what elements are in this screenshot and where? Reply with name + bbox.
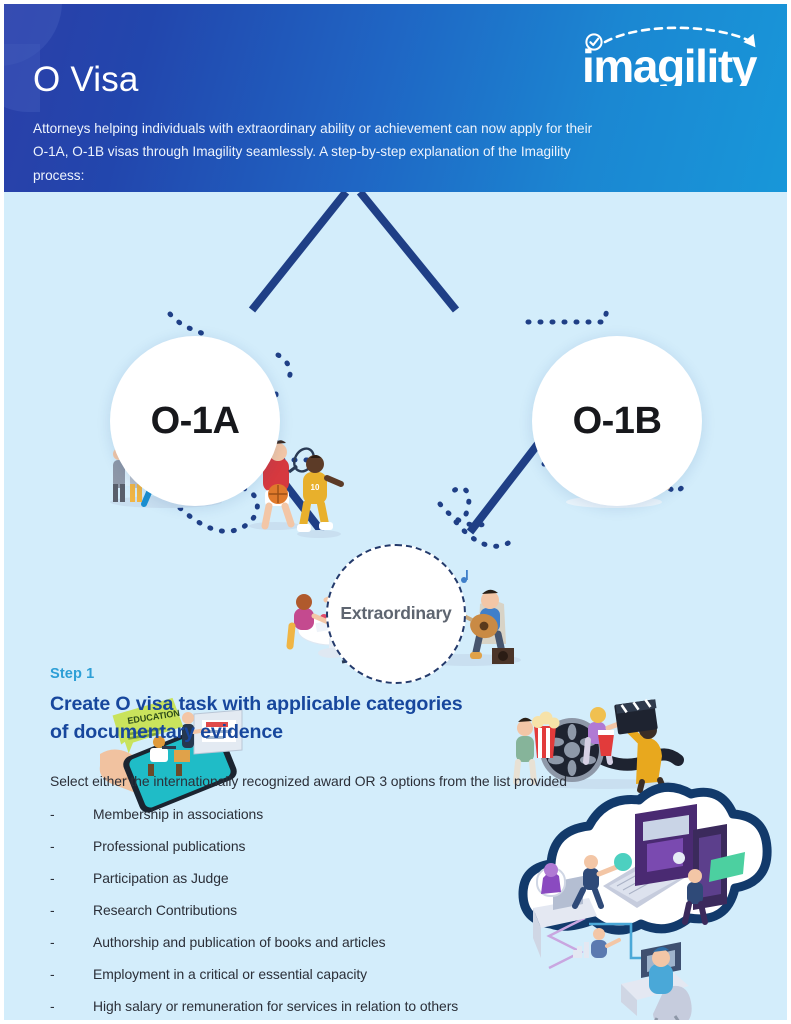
evidence-category-list: - Membership in associations - Professio…	[50, 806, 750, 1024]
education-mobile-learning-illustration: EDUCATION	[90, 688, 290, 813]
cloud-computing-illustration	[497, 782, 783, 1020]
node-o1b-label: O-1B	[572, 400, 662, 442]
list-item: - Membership in associations	[50, 806, 750, 822]
bullet-marker: -	[50, 933, 55, 950]
node-extraordinary-label: Extraordinary	[340, 603, 452, 624]
header-decoration	[4, 4, 90, 122]
list-item: - Authorship and publication of books an…	[50, 934, 750, 950]
list-item: - Research Contributions	[50, 902, 750, 918]
list-item-label: Participation as Judge	[93, 869, 229, 886]
list-item-label: Research Contributions	[93, 901, 238, 918]
page-title: O Visa	[33, 60, 139, 99]
arrow-head-icon	[743, 33, 756, 48]
list-item-label: High salary or remuneration for services…	[93, 997, 459, 1014]
bullet-marker: -	[50, 869, 55, 886]
list-item: - Participation as Judge	[50, 870, 750, 886]
list-item-label: Authorship and publication of books and …	[93, 933, 386, 950]
node-o1a[interactable]: O-1A	[110, 336, 280, 506]
bullet-marker: -	[50, 965, 55, 982]
node-o1b[interactable]: O-1B	[532, 336, 702, 506]
imagility-logo[interactable]: imagility	[572, 24, 770, 86]
step-title: Create O visa task with applicable categ…	[50, 693, 463, 743]
list-item: - Professional publications	[50, 838, 750, 854]
page-header: O Visa Attorneys helping individuals wit…	[4, 4, 787, 192]
svg-text:10: 10	[311, 483, 320, 492]
bullet-marker: -	[50, 805, 55, 822]
check-circle-icon	[585, 33, 603, 51]
bullet-marker: -	[50, 997, 55, 1014]
bullet-marker: -	[50, 837, 55, 854]
node-extraordinary[interactable]: Extraordinary	[326, 544, 466, 684]
list-item-label: Employment in a critical or essential ca…	[93, 965, 368, 982]
list-item: - Employment in a critical or essential …	[50, 966, 750, 982]
step-intro-text: Select either the internationally recogn…	[50, 772, 567, 789]
diagram-connectors	[167, 192, 693, 549]
list-item-label: Professional publications	[93, 837, 246, 854]
dashed-arc-arrow-icon	[603, 26, 756, 45]
logo-wordmark: imagility	[582, 40, 758, 86]
list-item-label: Membership in associations	[93, 805, 264, 822]
step-number-label: Step 1	[50, 666, 95, 682]
visa-category-diagram: 10	[4, 192, 787, 813]
cinema-film-reel-illustration	[512, 688, 698, 793]
list-item: - High salary or remuneration for servic…	[50, 998, 750, 1014]
header-subtitle: Attorneys helping individuals with extra…	[33, 121, 593, 183]
node-o1a-label: O-1A	[150, 400, 240, 442]
step-section: Step 1 Create O visa task with applicabl…	[50, 666, 750, 1024]
bullet-marker: -	[50, 901, 55, 918]
